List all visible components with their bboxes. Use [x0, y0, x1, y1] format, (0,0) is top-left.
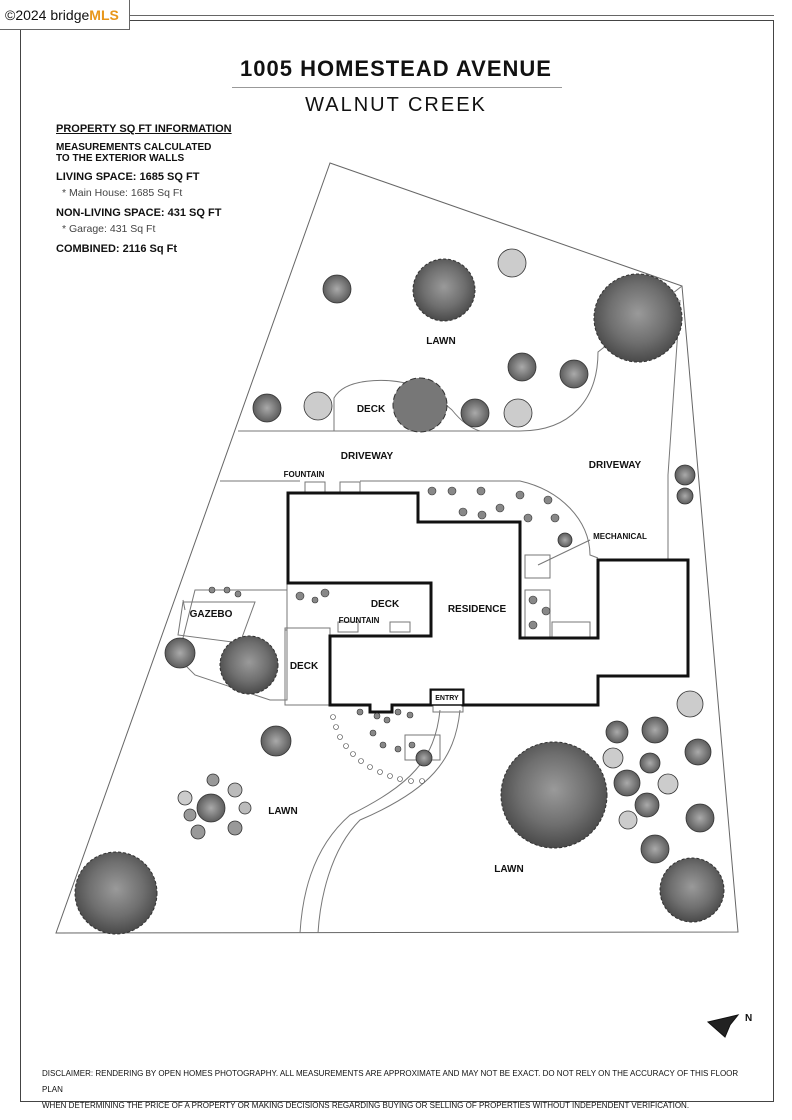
calc-note-line1: MEASUREMENTS CALCULATED: [56, 142, 212, 153]
deck-top-label: DECK: [357, 404, 386, 415]
fountain-top-label: FOUNTAIN: [284, 470, 325, 479]
page-title: 1005 HOMESTEAD AVENUE: [240, 56, 552, 81]
residence-outline: [286, 491, 690, 714]
mechanical-label: MECHANICAL: [593, 532, 647, 541]
living-space-detail: * Main House: 1685 Sq Ft: [62, 187, 183, 199]
entry-label: ENTRY: [435, 695, 459, 702]
watermark-rule: [130, 15, 774, 16]
combined-space: COMBINED: 2116 Sq Ft: [56, 243, 178, 255]
disclaimer-line2: WHEN DETERMINING THE PRICE OF A PROPERTY…: [42, 1101, 690, 1110]
entry-box: [430, 689, 464, 706]
deck-mid-label: DECK: [371, 599, 400, 610]
driveway-left-label: DRIVEWAY: [341, 451, 394, 462]
sqft-info-panel: PROPERTY SQ FT INFORMATION MEASUREMENTS …: [56, 122, 232, 256]
gazebo-label: GAZEBO: [190, 609, 233, 620]
page-subtitle: WALNUT CREEK: [305, 94, 487, 116]
fountain-mid-label: FOUNTAIN: [339, 616, 380, 625]
watermark-brand: MLS: [89, 7, 119, 23]
title-divider: [232, 87, 562, 88]
lawn-bottom-label: LAWN: [494, 864, 523, 875]
lawn-top-label: LAWN: [426, 336, 455, 347]
residence-label: RESIDENCE: [448, 604, 507, 615]
watermark-prefix: ©2024 bridge: [5, 7, 90, 23]
nonliving-space: NON-LIVING SPACE: 431 SQ FT: [56, 207, 222, 219]
driveway-right-label: DRIVEWAY: [589, 460, 642, 471]
living-space: LIVING SPACE: 1685 SQ FT: [56, 171, 200, 183]
mls-watermark: ©2024 bridgeMLS: [0, 0, 130, 30]
page-frame: [20, 20, 774, 1102]
lawn-left-label: LAWN: [268, 806, 297, 817]
disclaimer: DISCLAIMER: RENDERING BY OPEN HOMES PHOT…: [42, 1066, 752, 1114]
shrubs: [164, 248, 715, 864]
small-plants: [208, 486, 560, 753]
deck-left-label: DECK: [290, 661, 319, 672]
north-arrow-icon: N: [706, 1013, 752, 1038]
sqft-info-heading: PROPERTY SQ FT INFORMATION: [56, 123, 232, 135]
property-boundary: [55, 162, 739, 934]
north-label: N: [745, 1013, 752, 1024]
large-trees: [74, 258, 725, 935]
calc-note-line2: TO THE EXTERIOR WALLS: [56, 153, 185, 164]
path-edging: [330, 714, 425, 784]
disclaimer-line1: DISCLAIMER: RENDERING BY OPEN HOMES PHOT…: [42, 1069, 739, 1094]
nonliving-space-detail: * Garage: 431 Sq Ft: [62, 223, 156, 235]
